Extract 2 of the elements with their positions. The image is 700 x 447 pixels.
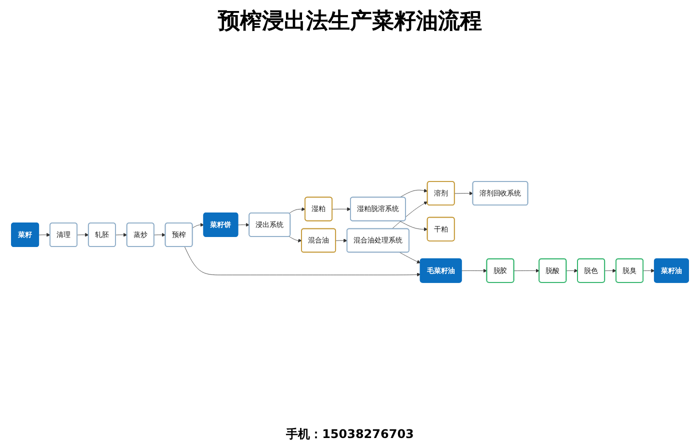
footer-note: 手机：15038276703 (286, 427, 414, 441)
diagram-title: 预榨浸出法生产菜籽油流程 (218, 7, 482, 36)
